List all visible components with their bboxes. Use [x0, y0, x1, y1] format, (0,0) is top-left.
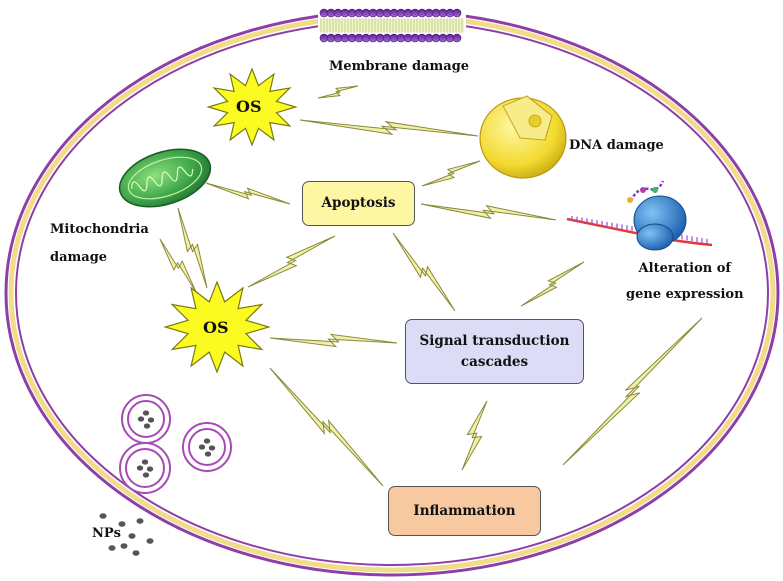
membrane-damage-label: Membrane damage [329, 59, 470, 74]
nanoparticle-icon [204, 451, 212, 457]
nanoparticle-icon [146, 466, 154, 472]
nanoparticle-icon [147, 417, 155, 423]
inflammation-box: Inflammation [388, 486, 541, 536]
signal-label-line2: cascades [460, 353, 529, 370]
membrane-bilayer-icon [318, 4, 466, 46]
lightning-bolt-icon [420, 203, 557, 221]
mitochondria-label-line1: Mitochondria [50, 222, 149, 237]
nanoparticle-icon [142, 410, 150, 416]
nanoparticle-icon [198, 444, 206, 450]
lightning-bolt-icon [205, 182, 291, 205]
alteration-label-line1: Alteration of [638, 261, 731, 276]
nanoparticle-icon [136, 465, 144, 471]
nanoparticle-icon [208, 445, 216, 451]
lightning-bolt-icon [177, 207, 208, 289]
lightning-bolt-icon [562, 317, 703, 466]
alteration-label-line2: gene expression [626, 287, 744, 302]
lightning-bolt-icon [247, 235, 336, 288]
vesicle-icon [182, 422, 232, 472]
nanoparticle-icon [142, 472, 150, 478]
lightning-bolt-icon [269, 367, 384, 487]
nanoparticle-icon [132, 550, 140, 556]
apoptosis-box: Apoptosis [302, 181, 415, 226]
nanoparticle-icon [137, 416, 145, 422]
dna-damage-label: DNA damage [569, 138, 664, 153]
lightning-bolt-icon [421, 160, 481, 187]
lightning-bolt-icon [269, 333, 398, 348]
vesicle-icon [121, 394, 171, 444]
mitochondria-icon [118, 148, 212, 208]
nanoparticle-group [99, 513, 154, 556]
nanoparticle-icon [108, 545, 116, 551]
nanoparticle-icon [203, 438, 211, 444]
vesicles [119, 394, 232, 494]
mitochondria-label-line2: damage [50, 250, 108, 265]
nanoparticle-icon [146, 538, 154, 544]
nucleus-icon [479, 95, 567, 179]
nanoparticle-icon [136, 518, 144, 524]
nanoparticle-icon [141, 459, 149, 465]
vesicle-icon [119, 442, 171, 494]
os-label-top: OS [236, 97, 262, 116]
nanoparticle-icon [128, 533, 136, 539]
lightning-bolt-icon [461, 400, 488, 471]
nps-label: NPs [92, 526, 121, 541]
lightning-bolt-icon [520, 261, 585, 307]
gene-transcription-icon [566, 180, 713, 251]
lightning-bolt-icon [299, 119, 479, 137]
os-label-left: OS [203, 318, 229, 337]
nanoparticle-icon [143, 423, 151, 429]
mitochondria-damage-label: Mitochondria damage [50, 216, 149, 272]
os-starburst-top [206, 67, 298, 147]
os-starburst-left [163, 280, 271, 374]
nanoparticle-icon [118, 521, 126, 527]
signal-label-line1: Signal transduction [419, 332, 570, 349]
alteration-gene-expression-label: Alteration of gene expression [626, 256, 744, 308]
lightning-bolt-icon [392, 232, 456, 312]
lightning-bolt-icon [317, 85, 359, 99]
nanoparticle-icon [120, 543, 128, 549]
nanoparticle-icon [99, 513, 107, 519]
signal-transduction-box: Signal transduction cascades [405, 319, 584, 384]
inflammation-label: Inflammation [413, 502, 516, 519]
apoptosis-label: Apoptosis [321, 195, 396, 212]
lightning-bolts [159, 85, 703, 487]
